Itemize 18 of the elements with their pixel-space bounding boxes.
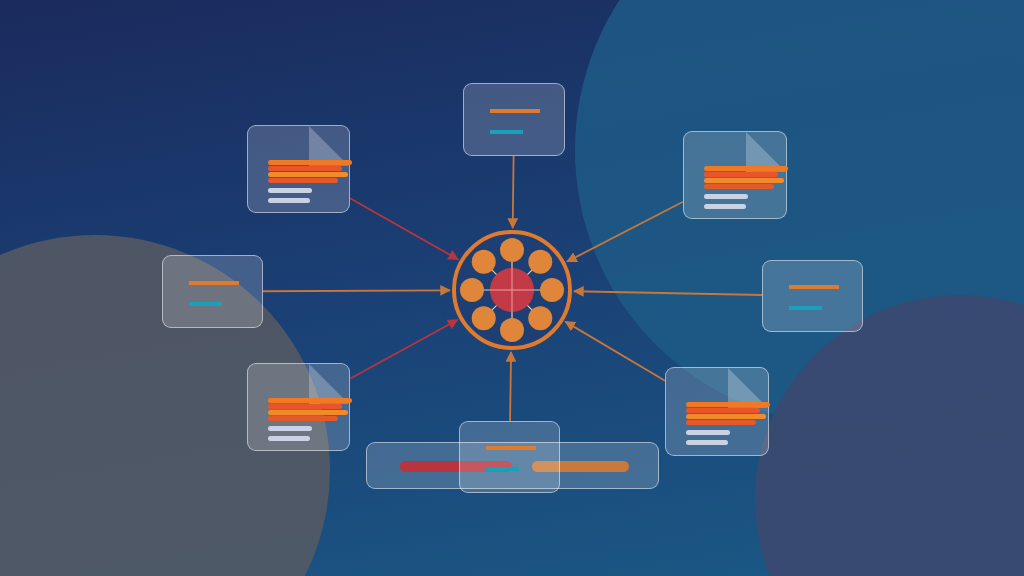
card xyxy=(366,442,659,489)
card xyxy=(459,421,560,493)
arrow xyxy=(572,286,763,297)
arrow xyxy=(566,200,684,263)
card xyxy=(463,83,565,156)
arrow xyxy=(262,284,452,296)
card xyxy=(665,367,769,456)
arrow xyxy=(349,197,459,261)
card xyxy=(247,363,350,451)
card xyxy=(762,260,863,332)
arrow xyxy=(505,350,517,422)
arrow xyxy=(507,155,519,230)
card xyxy=(247,125,350,213)
card xyxy=(683,131,787,219)
hub-drawing xyxy=(452,230,572,350)
arrow xyxy=(349,318,459,380)
arrow xyxy=(564,320,666,382)
card xyxy=(162,255,263,328)
